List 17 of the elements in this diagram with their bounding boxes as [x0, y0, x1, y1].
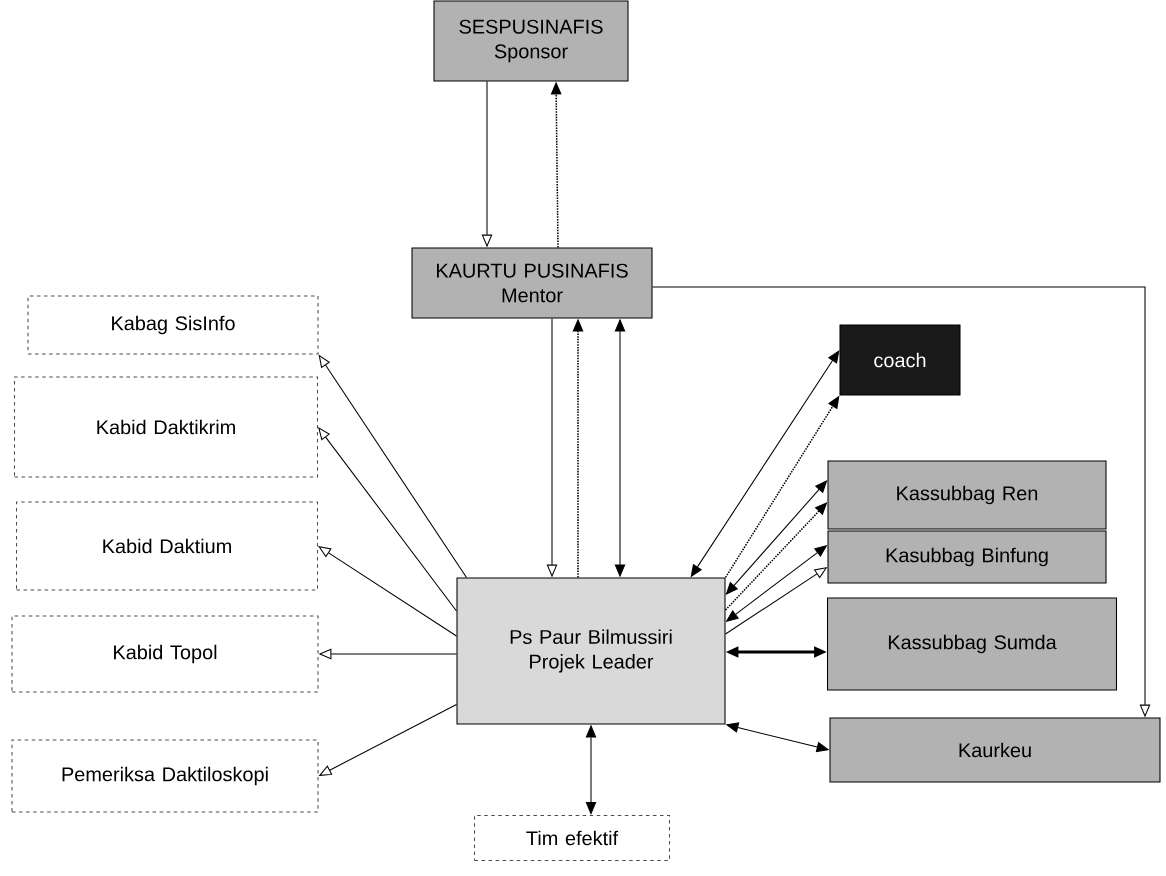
process-box: Kaurkeu [829, 717, 1161, 783]
process-box: Ps Paur Bilmussiri Projek Leader [456, 577, 726, 725]
process-box: Kabid Topol [11, 615, 319, 693]
process-box: Kasubbag Binfung [827, 530, 1107, 584]
process-box: Kabid Daktium [16, 501, 319, 591]
process-box: Kassubbag Ren [827, 460, 1107, 530]
process-box: Kabid Daktikrim [14, 376, 319, 478]
process-box: Kassubbag Sumda [827, 597, 1118, 691]
process-box: Tim efektif [474, 814, 671, 862]
process-box: KAURTU PUSINAFIS Mentor [411, 247, 653, 319]
arrow [318, 427, 457, 612]
process-box: Pemeriksa Daktiloskopi [11, 739, 319, 813]
process-box: SESPUSINAFIS Sponsor [433, 0, 629, 82]
arrow [318, 546, 457, 637]
process-box: coach [839, 324, 961, 396]
arrow [725, 480, 828, 595]
process-box: Kabag SisInfo [27, 295, 319, 355]
